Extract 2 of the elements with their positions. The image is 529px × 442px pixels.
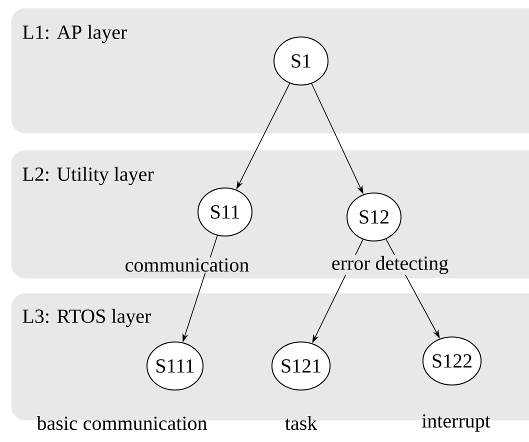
node-caption: communication — [124, 257, 250, 273]
node-caption: error detecting — [330, 254, 450, 276]
